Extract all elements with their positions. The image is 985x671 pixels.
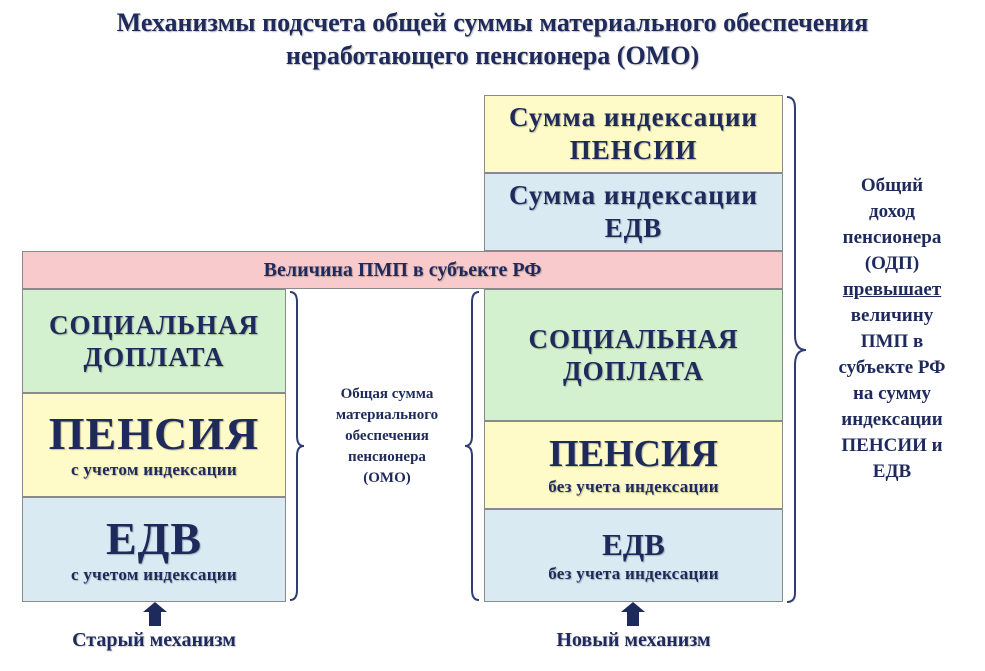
odp-note-line: Общий [860,175,924,196]
edv-indexation-line2: ЕДВ [604,213,663,243]
omo-note-line: обеспечения [345,428,429,444]
new-edv-box: ЕДВ без учета индексации [484,509,783,602]
old-edv-sub: с учетом индексации [70,564,237,584]
title-line-1: Механизмы подсчета общей суммы материаль… [116,8,869,37]
odp-note-line: индексации [841,409,943,430]
edv-indexation-box: Сумма индексации ЕДВ [484,173,783,251]
pension-indexation-box: Сумма индексации ПЕНСИИ [484,95,783,173]
new-mechanism-label: Новый механизм [556,629,711,651]
new-mechanism-arrow-icon [621,602,645,626]
new-pension-box: ПЕНСИЯ без учета индексации [484,421,783,509]
new-social-line1: СОЦИАЛЬНАЯ [528,324,739,354]
odp-note: Общий доход пенсионера (ОДП) превышает в… [806,173,978,485]
old-social-supplement-box: СОЦИАЛЬНАЯ ДОПЛАТА [22,289,286,393]
odp-note-line: субъекте РФ [838,357,946,378]
new-pension-sub: без учета индексации [548,477,719,496]
old-mechanism-arrow-icon [143,602,167,626]
old-edv-title: ЕДВ [105,512,202,564]
odp-note-line: ЕДВ [872,461,912,482]
pmp-band: Величина ПМП в субъекте РФ [22,251,783,289]
odp-note-line: (ОДП) [864,253,920,274]
omo-note-line: пенсионера [348,449,426,465]
odp-note-line: ПЕНСИИ и [841,435,943,456]
odp-note-line: величину [850,305,934,326]
new-edv-sub: без учета индексации [548,563,719,583]
new-edv-title: ЕДВ [602,526,665,562]
old-pension-sub: с учетом индексации [70,460,237,479]
indexation-brace [786,96,807,603]
new-pension-title: ПЕНСИЯ [549,433,718,475]
odp-note-line: доход [869,201,915,222]
old-social-line2: ДОПЛАТА [83,342,225,372]
old-pension-box: ПЕНСИЯ с учетом индексации [22,393,286,497]
old-edv-box: ЕДВ с учетом индексации [22,497,286,602]
odp-note-line: пенсионера [842,227,942,248]
old-mechanism-brace [289,291,305,601]
new-mechanism-brace [464,291,480,601]
page-title: Механизмы подсчета общей суммы материаль… [0,6,985,72]
omo-note-line: материального [335,407,439,423]
omo-note-line: Общая сумма [340,386,434,402]
title-line-2: неработающего пенсионера (ОМО) [285,41,700,70]
omo-note-line: (ОМО) [363,470,411,486]
odp-note-line: ПМП в [860,331,924,352]
omo-note: Общая сумма материального обеспечения пе… [307,384,467,489]
pmp-band-label: Величина ПМП в субъекте РФ [263,259,542,281]
old-mechanism-label: Старый механизм [72,629,236,651]
odp-note-exceeds: превышает [842,279,942,300]
edv-indexation-line1: Сумма индексации [509,180,758,210]
new-social-supplement-box: СОЦИАЛЬНАЯ ДОПЛАТА [484,289,783,421]
odp-note-line: на сумму [852,383,931,404]
old-social-line1: СОЦИАЛЬНАЯ [49,310,259,340]
pension-indexation-line2: ПЕНСИИ [569,135,698,165]
new-social-line2: ДОПЛАТА [563,356,704,386]
pension-indexation-line1: Сумма индексации [509,102,758,132]
old-pension-title: ПЕНСИЯ [48,408,260,459]
